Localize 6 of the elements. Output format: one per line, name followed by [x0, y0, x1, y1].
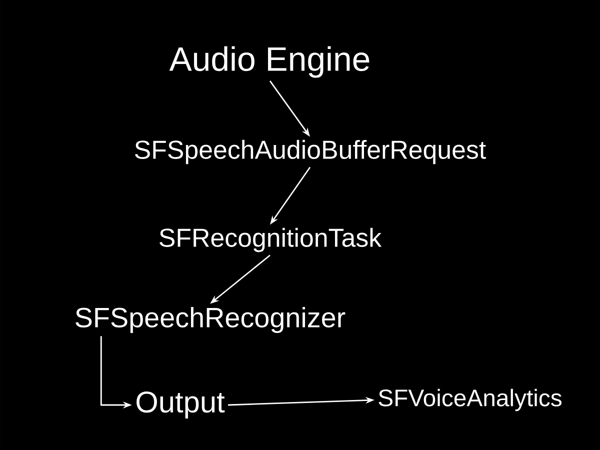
node-label: SFSpeechAudioBufferRequest: [135, 140, 486, 164]
node-label: SFVoiceAnalytics: [378, 388, 562, 412]
node-label: SFSpeechRecognizer: [76, 307, 346, 333]
node-label: SFRecognitionTask: [160, 228, 382, 252]
node-label: Audio Engine: [169, 46, 370, 78]
node-label: Output: [136, 391, 225, 419]
